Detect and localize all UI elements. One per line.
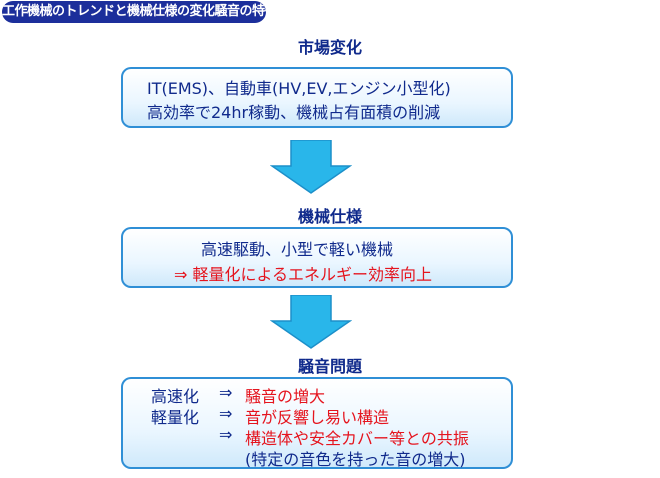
- noise-row-1-left: 高速化: [151, 387, 200, 406]
- section-heading-noise-problem: 騒音問題: [297, 357, 362, 376]
- machine-spec-box: 高速駆動、小型で軽い機械 ⇒ 軽量化によるエネルギー効率向上: [121, 227, 513, 288]
- market-change-line-2: 高効率で24hr稼動、機械占有面積の削減: [147, 103, 441, 122]
- machine-spec-line-1: 高速駆動、小型で軽い機械: [201, 240, 394, 259]
- machine-spec-line-2: ⇒ 軽量化によるエネルギー効率向上: [174, 265, 433, 284]
- market-change-box: IT(EMS)、自動車(HV,EV,エンジン小型化) 高効率で24hr稼動、機械…: [121, 67, 513, 128]
- noise-row-1-right: 騒音の増大: [245, 387, 326, 406]
- section-heading-market-change: 市場変化: [297, 38, 362, 57]
- noise-row-2-left: 軽量化: [151, 408, 200, 427]
- section-heading-machine-spec: 機械仕様: [297, 207, 362, 226]
- noise-problem-box: 高速化 ⇒ 騒音の増大 軽量化 ⇒ 音が反響し易い構造 ⇒ 構造体や安全カバー等…: [121, 377, 513, 469]
- noise-row-4-note: (特定の音色を持った音の増大): [245, 450, 466, 469]
- down-arrow-icon: [270, 140, 352, 194]
- noise-row-2-right: 音が反響し易い構造: [245, 408, 390, 427]
- down-arrow-icon: [270, 295, 352, 349]
- noise-row-3-right: 構造体や安全カバー等との共振: [245, 429, 469, 448]
- noise-row-2-arrow: ⇒: [219, 404, 233, 423]
- title-badge: 工作機械のトレンドと機械仕様の変化騒音の特徴: [2, 1, 266, 23]
- noise-row-3-arrow: ⇒: [219, 425, 233, 444]
- market-change-line-1: IT(EMS)、自動車(HV,EV,エンジン小型化): [147, 79, 451, 98]
- noise-row-1-arrow: ⇒: [219, 383, 233, 402]
